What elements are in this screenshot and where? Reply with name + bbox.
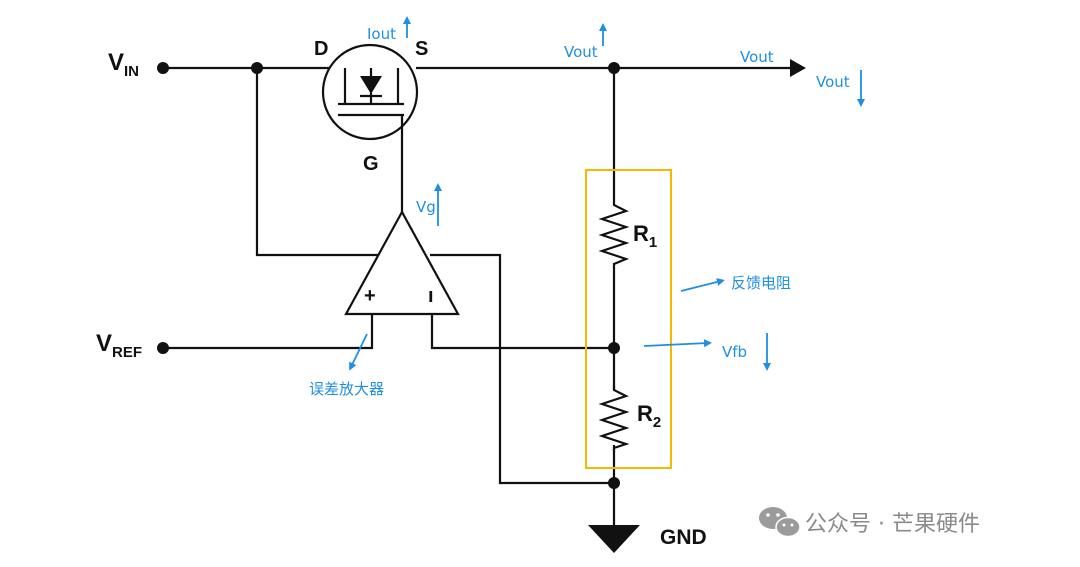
mosfet <box>321 43 419 141</box>
resistor-r1 <box>598 197 630 270</box>
junctions <box>157 62 620 489</box>
watermark-text: 公众号 · 芒果硬件 <box>805 512 980 537</box>
error-amplifier <box>344 209 460 316</box>
opamp-minus-label: ı <box>428 285 434 307</box>
wires <box>163 66 792 525</box>
feedback-resistor-annotation: 反馈电阻 <box>731 274 791 292</box>
error-amp-annotation: 误差放大器 <box>309 380 384 398</box>
mosfet-gate-label: G <box>363 153 379 175</box>
wechat-icon <box>759 507 801 538</box>
r1-label: R1 <box>633 221 657 251</box>
amp-ground-wire <box>430 253 614 485</box>
vout-output-arrow <box>790 59 806 77</box>
vfb-pointer-arrow <box>643 339 712 348</box>
vref-label: VREF <box>96 330 142 361</box>
vout-down-annotation: Vout <box>816 73 850 91</box>
feedback-wire <box>430 314 614 350</box>
ground-symbol <box>588 525 640 553</box>
mosfet-body <box>321 43 419 141</box>
iout-annotation: Iout <box>367 25 396 43</box>
gnd-label: GND <box>660 526 707 549</box>
supply-to-amp-wire <box>255 68 378 257</box>
feedback-resistor-pointer-arrow <box>680 278 725 292</box>
vin-terminal-dot <box>157 62 169 74</box>
resistor-r2 <box>598 385 630 452</box>
annotations: Iout Vout Vout Vout Vg 反馈电阻 Vfb 误差放大器 <box>309 16 865 398</box>
vin-label: VIN <box>108 49 139 80</box>
r2-label: R2 <box>637 401 661 431</box>
mosfet-drain-label: D <box>314 38 328 60</box>
opamp-triangle <box>344 209 460 316</box>
vg-annotation: Vg <box>416 198 436 216</box>
vout-top-annotation: Vout <box>564 43 598 61</box>
vout-line-annotation: Vout <box>740 48 774 66</box>
opamp-plus-label: + <box>364 285 376 307</box>
feedback-resistor-highlight <box>585 169 672 469</box>
mosfet-diode-arrow <box>360 76 382 94</box>
vfb-annotation: Vfb <box>722 343 747 361</box>
vfb-junction-dot <box>608 342 620 354</box>
mosfet-source-label: S <box>415 38 428 60</box>
error-amp-pointer-arrow <box>349 333 368 371</box>
vin-junction-dot <box>251 62 263 74</box>
vref-to-plus-wire <box>163 314 374 350</box>
vref-terminal-dot <box>157 342 169 354</box>
gnd-junction-dot <box>608 477 620 489</box>
watermark: 公众号 · 芒果硬件 <box>759 507 980 538</box>
vout-junction-dot <box>608 62 620 74</box>
